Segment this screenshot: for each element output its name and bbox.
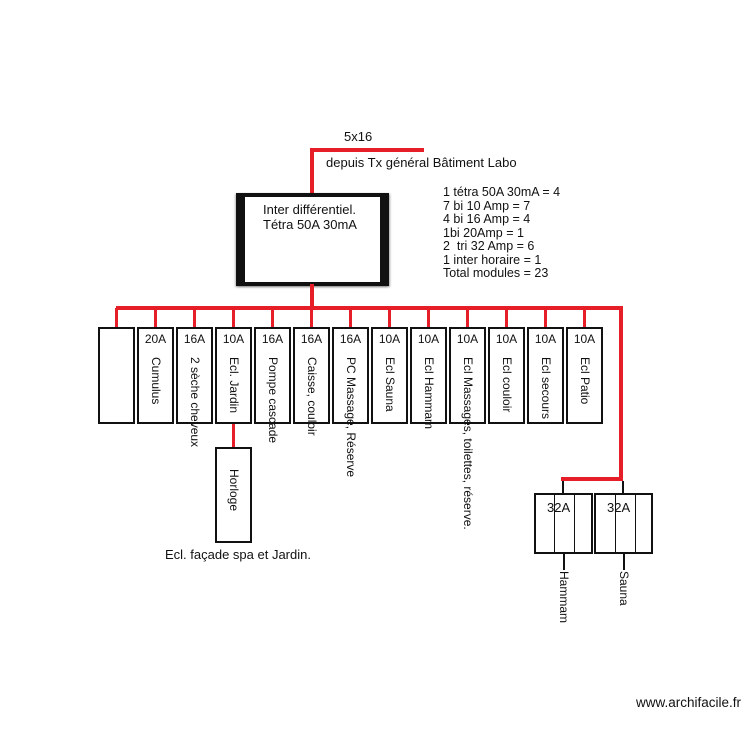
feed-source-label: depuis Tx général Bâtiment Labo <box>326 155 517 170</box>
summary-line: 1bi 20Amp = 1 <box>443 225 524 240</box>
breaker-feed-wire <box>466 308 469 327</box>
breaker-label: 2 sèche cheveux <box>188 357 202 448</box>
summary-line: Total modules = 23 <box>443 266 549 280</box>
tri-breaker-box-hammam[interactable]: 32A <box>534 493 593 554</box>
breaker-feed-wire <box>583 308 586 327</box>
breaker-feed-wire <box>232 308 235 327</box>
breaker-rating: 10A <box>534 332 557 346</box>
module-count-summary: 1 tétra 50A 30mA = 4 7 bi 10 Amp = 7 4 b… <box>443 185 561 281</box>
summary-line: 1 inter horaire = 1 <box>443 252 542 267</box>
breaker-box-spare[interactable] <box>98 327 135 424</box>
tri-hammam-feed-tick <box>562 481 564 494</box>
breaker-box-ecl-sauna[interactable]: 10A Ecl Sauna <box>371 327 408 424</box>
breaker-label: Caisse, couloir <box>305 357 319 436</box>
breaker-label: Ecl Sauna <box>383 357 397 412</box>
breaker-rating: 16A <box>300 332 323 346</box>
main-switch-title: Inter différentiel. <box>263 202 356 217</box>
bus-to-tri-wire-horizontal <box>561 477 623 481</box>
tri-breaker-rating: 32A <box>547 500 571 515</box>
breaker-box-caisse-couloir[interactable]: 16A Caisse, couloir <box>293 327 330 436</box>
breaker-rating: 16A <box>183 332 206 346</box>
breaker-box-cumulus[interactable]: 20A Cumulus <box>137 327 174 424</box>
breaker-feed-wire <box>388 308 391 327</box>
breaker-box-ecl-patio[interactable]: 10A Ecl Patio <box>566 327 603 424</box>
module-divider <box>554 495 555 552</box>
clock-feed-wire <box>232 424 235 448</box>
module-divider <box>615 495 616 552</box>
breaker-box-ecl-secours[interactable]: 10A Ecl secours <box>527 327 564 424</box>
breaker-label: Ecl Hammam <box>422 357 436 430</box>
breaker-label: Pompe cascade <box>266 357 280 444</box>
breaker-box-ecl-massages[interactable]: 10A Ecl Massages, toilettes, réserve. <box>449 327 486 530</box>
breaker-box-pompe-cascade[interactable]: 16A Pompe cascade <box>254 327 291 443</box>
feed-wire-vertical <box>310 148 314 194</box>
breaker-label: Ecl Massages, toilettes, réserve. <box>461 357 475 530</box>
breaker-feed-wire <box>505 308 508 327</box>
breaker-box-pc-massage[interactable]: 16A PC Massage, Réserve <box>332 327 369 477</box>
summary-line: 2 tri 32 Amp = 6 <box>443 239 535 253</box>
breaker-feed-wire <box>427 308 430 327</box>
breaker-label: Ecl secours <box>539 357 553 420</box>
feed-wire-horizontal <box>310 148 424 152</box>
breaker-label: PC Massage, Réserve <box>344 357 358 478</box>
load-stem-sauna <box>623 554 625 570</box>
load-label-sauna: Sauna <box>617 571 631 606</box>
breaker-feed-wire <box>115 308 118 327</box>
breaker-rating: 20A <box>144 332 167 346</box>
breaker-rating: 10A <box>573 332 596 346</box>
bus-to-tri-wire-vertical <box>619 306 623 480</box>
load-label-hammam: Hammam <box>557 571 571 624</box>
tri-breaker-box-sauna[interactable]: 32A <box>594 493 653 554</box>
breaker-feed-wire <box>310 308 313 327</box>
summary-line: 7 bi 10 Amp = 7 <box>443 198 531 213</box>
cable-size-label: 5x16 <box>344 129 373 144</box>
distribution-bus-wire <box>116 306 623 310</box>
breaker-feed-wire <box>154 308 157 327</box>
breaker-box-ecl-couloir[interactable]: 10A Ecl couloir <box>488 327 525 424</box>
breaker-feed-wire <box>349 308 352 327</box>
breaker-feed-wire <box>544 308 547 327</box>
main-switch-rating: Tétra 50A 30mA <box>263 217 357 232</box>
load-stem-hammam <box>563 554 565 570</box>
breaker-box-ecl-hammam[interactable]: 10A Ecl Hammam <box>410 327 447 429</box>
breaker-label: Ecl. Jardin <box>227 357 241 414</box>
breaker-box-seche-cheveux[interactable]: 16A 2 sèche cheveux <box>176 327 213 447</box>
breaker-rating: 10A <box>417 332 440 346</box>
main-differential-switch-box[interactable]: Inter différentiel. Tétra 50A 30mA <box>236 193 389 286</box>
breaker-rating: 16A <box>261 332 284 346</box>
summary-line: 1 tétra 50A 30mA = 4 <box>443 185 561 199</box>
breaker-feed-wire <box>193 308 196 327</box>
breaker-label: Cumulus <box>149 357 163 405</box>
module-divider <box>574 495 575 552</box>
breaker-rating: 10A <box>456 332 479 346</box>
breaker-rating: 10A <box>378 332 401 346</box>
breaker-rating: 16A <box>339 332 362 346</box>
breaker-rating: 10A <box>222 332 245 346</box>
tri-breaker-rating: 32A <box>607 500 631 515</box>
summary-line: 4 bi 16 Amp = 4 <box>443 212 531 226</box>
clock-label: Horloge <box>227 469 241 512</box>
breaker-feed-wire <box>271 308 274 327</box>
facade-lighting-caption: Ecl. façade spa et Jardin. <box>165 547 311 562</box>
breaker-label: Ecl couloir <box>500 357 514 413</box>
clock-module-box[interactable]: Horloge <box>215 447 252 543</box>
module-divider <box>635 495 636 552</box>
watermark-url[interactable]: www.archifacile.fr <box>636 695 742 710</box>
switch-to-bus-wire <box>310 284 314 308</box>
breaker-label: Ecl Patio <box>578 357 592 405</box>
breaker-rating <box>100 329 133 332</box>
tri-sauna-feed-tick <box>622 481 624 494</box>
breaker-rating: 10A <box>495 332 518 346</box>
breaker-box-ecl-jardin[interactable]: 10A Ecl. Jardin <box>215 327 252 424</box>
